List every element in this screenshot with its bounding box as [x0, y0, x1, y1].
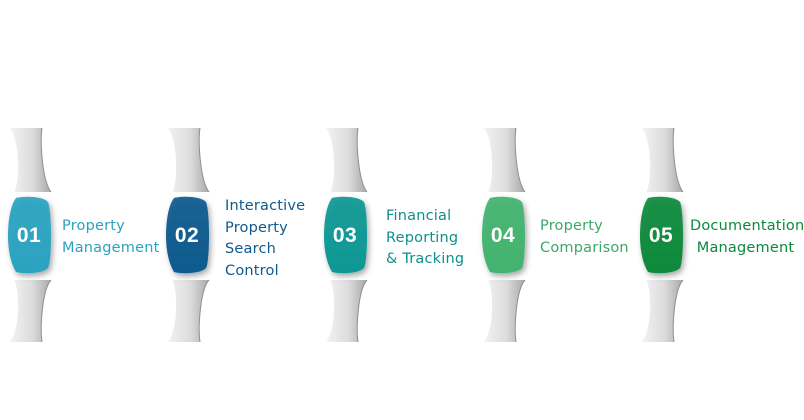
step-3-number: 03	[332, 224, 358, 247]
step-2-number: 02	[174, 224, 200, 247]
step-2-label-line-3: Search	[225, 241, 277, 257]
step-3-label-line-2: Reporting	[386, 229, 459, 246]
step-4-number: 04	[490, 224, 516, 247]
step-5-number: 05	[648, 224, 674, 247]
step-3-connector-shape	[324, 127, 368, 343]
step-3-label: Financial Reporting & Tracking	[386, 206, 464, 271]
step-4-label-line-2: Comparison	[540, 239, 629, 256]
step-3-label-line-3: & Tracking	[386, 251, 465, 267]
step-5-label-line-2: Management	[696, 239, 795, 256]
step-1-number: 01	[16, 224, 42, 247]
step-2-label-line-1: Interactive	[225, 198, 306, 214]
step-4-connector-shape	[482, 127, 526, 343]
step-5-connector-shape	[640, 127, 684, 343]
step-1: 01 Property Management	[0, 0, 160, 420]
step-1-connector-shape	[8, 127, 52, 343]
step-1-label: Property Management	[62, 216, 160, 259]
step-2: 02 Interactive Property Search Control	[158, 0, 318, 420]
step-2-label-line-4: Control	[225, 262, 279, 279]
step-1-label-line-1: Property	[62, 218, 125, 234]
step-4-label-line-1: Property	[540, 218, 603, 234]
step-5-label-line-1: Documentation	[690, 218, 804, 234]
step-5-label: Documentation Management	[690, 216, 804, 259]
step-1-label-line-2: Management	[62, 239, 160, 256]
step-4: 04 Property Comparison	[474, 0, 634, 420]
step-4-label: Property Comparison	[540, 216, 629, 259]
step-2-connector-shape	[166, 127, 210, 343]
step-3: 03 Financial Reporting & Tracking	[316, 0, 476, 420]
step-2-label: Interactive Property Search Control	[225, 196, 305, 282]
step-3-label-line-1: Financial	[386, 208, 452, 224]
step-5: 05 Documentation Management	[632, 0, 804, 420]
step-2-label-line-2: Property	[225, 219, 288, 236]
